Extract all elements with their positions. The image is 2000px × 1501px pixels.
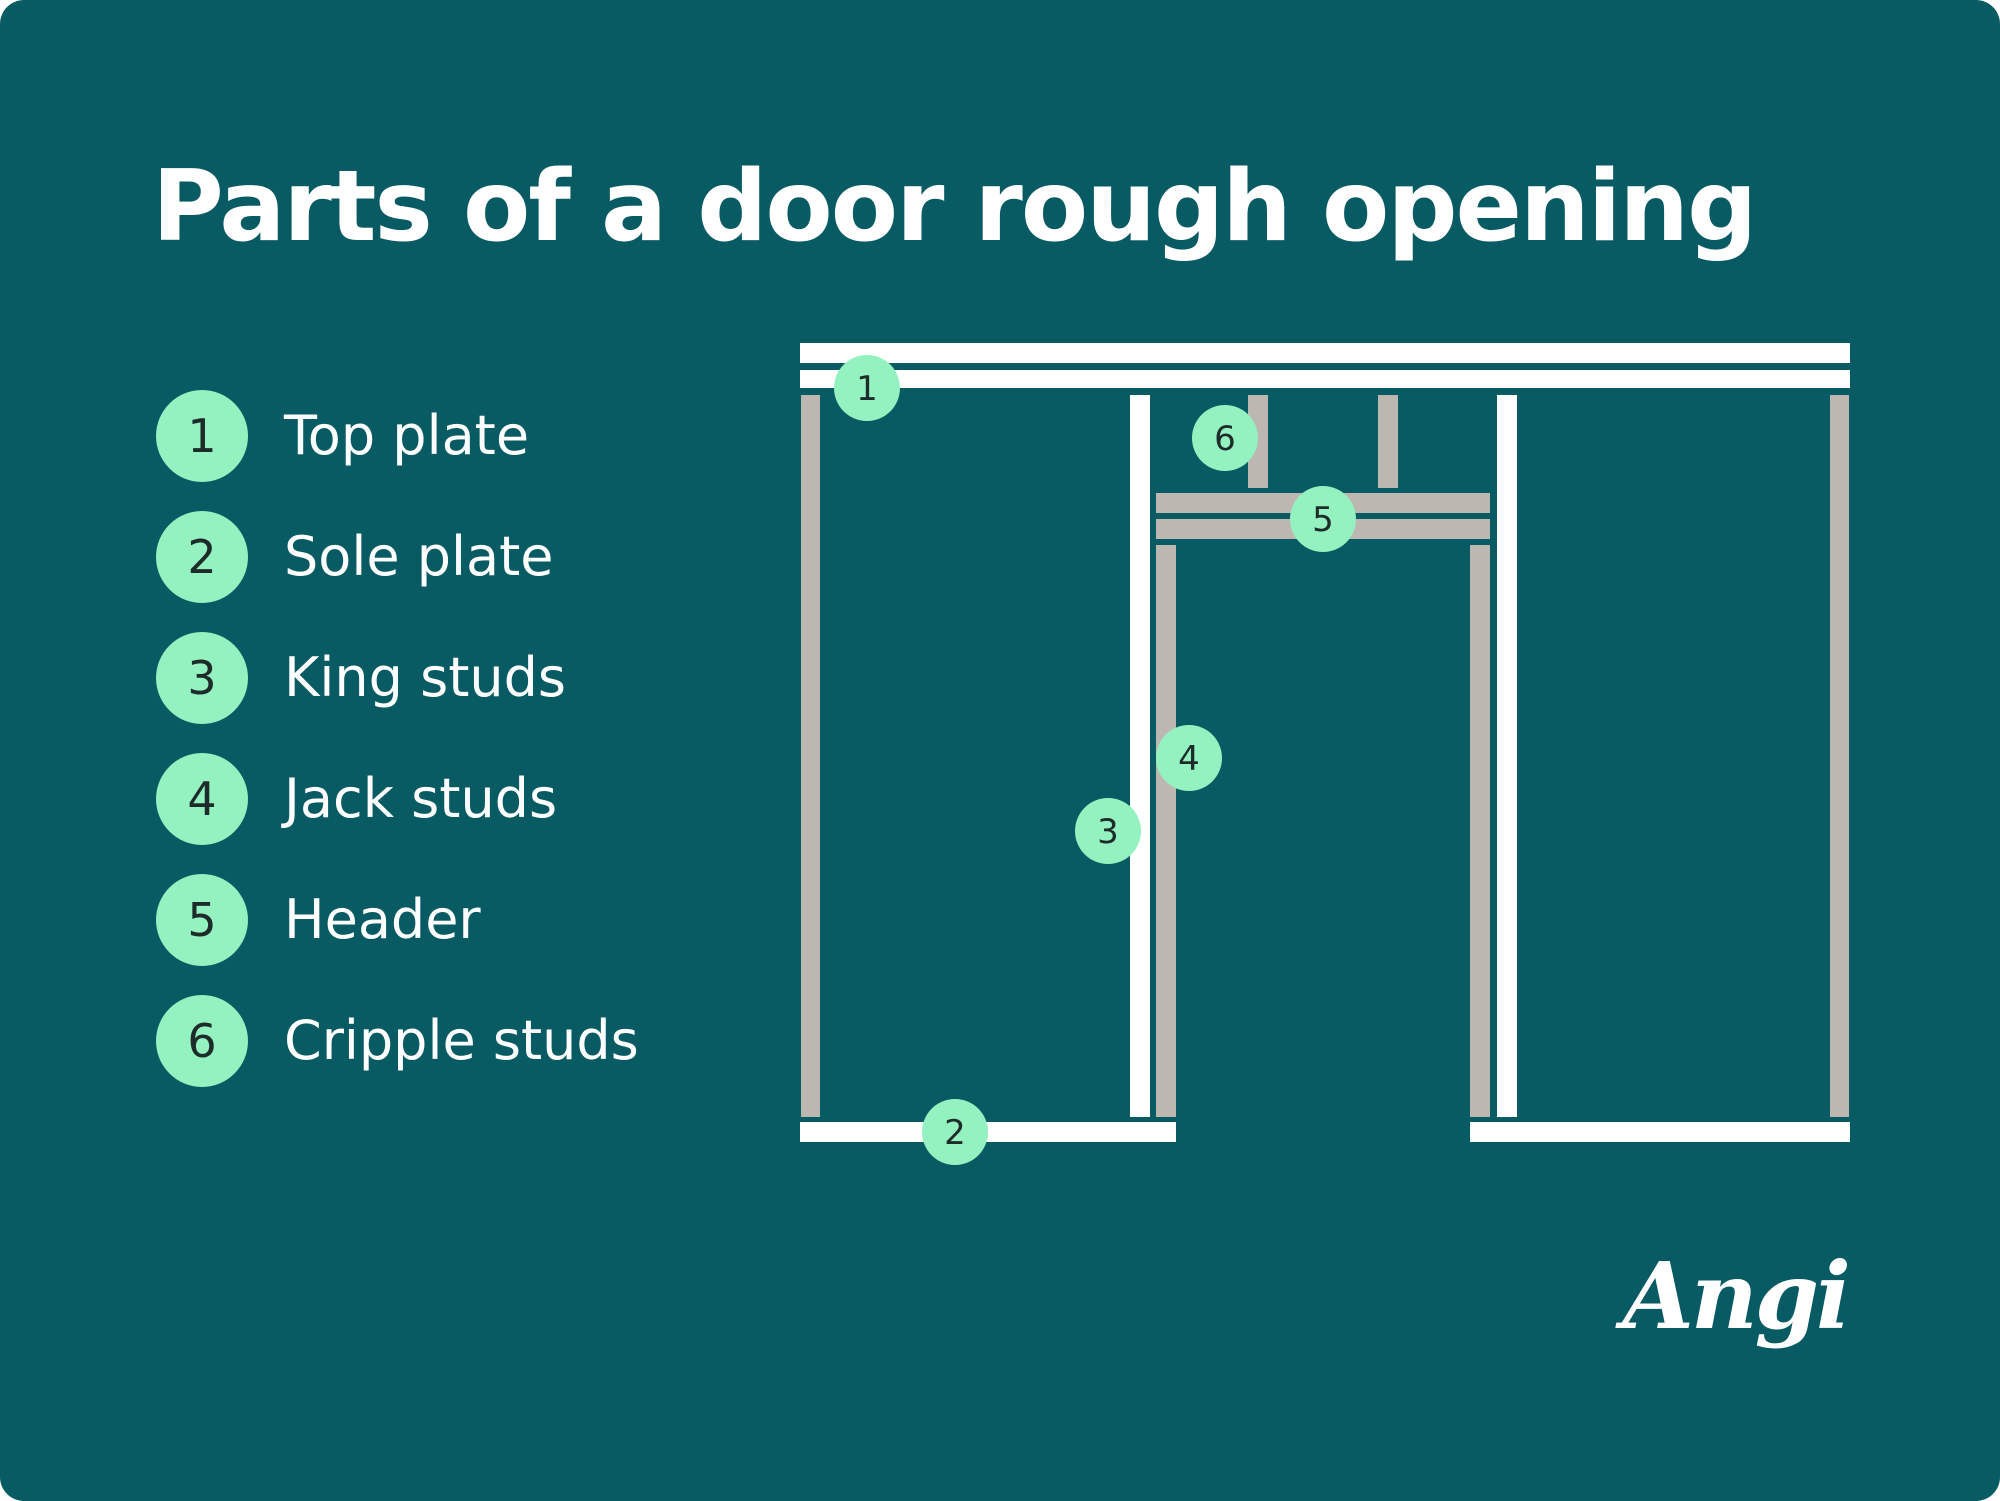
- jack-stud-left: [1156, 545, 1176, 1117]
- callout-badge-4: 4: [1156, 725, 1222, 791]
- legend-label: Jack studs: [284, 767, 558, 830]
- legend-number-badge: 5: [156, 874, 248, 966]
- callout-badge-2: 2: [922, 1099, 988, 1165]
- legend-label: King studs: [284, 646, 567, 709]
- legend-item-top-plate: 1 Top plate: [156, 390, 856, 482]
- callout-number: 1: [856, 369, 878, 409]
- callout-badge-3: 3: [1075, 798, 1141, 864]
- legend-number-badge: 1: [156, 390, 248, 482]
- legend-number-badge: 4: [156, 753, 248, 845]
- top-plate-lower: [800, 370, 1850, 388]
- callout-number: 6: [1214, 419, 1236, 459]
- legend-label: Header: [284, 888, 481, 951]
- sole-plate-right: [1470, 1122, 1850, 1142]
- legend-number-badge: 3: [156, 632, 248, 724]
- legend-item-cripple-studs: 6 Cripple studs: [156, 995, 856, 1087]
- legend-number-badge: 2: [156, 511, 248, 603]
- top-plate-upper: [800, 343, 1850, 363]
- callout-badge-6: 6: [1192, 405, 1258, 471]
- callout-number: 3: [1097, 812, 1119, 852]
- legend-label: Cripple studs: [284, 1009, 639, 1072]
- page-title: Parts of a door rough opening: [152, 150, 1757, 264]
- jack-stud-right: [1470, 545, 1490, 1117]
- cripple-stud-left: [1248, 395, 1268, 488]
- angi-logo: Angi: [1622, 1242, 1851, 1350]
- callout-badge-1: 1: [834, 355, 900, 421]
- stud-right: [1830, 395, 1849, 1117]
- legend-item-header: 5 Header: [156, 874, 856, 966]
- legend-item-king-studs: 3 King studs: [156, 632, 856, 724]
- king-stud-left: [1130, 395, 1150, 1117]
- stud-left: [801, 395, 820, 1117]
- legend-label: Top plate: [284, 404, 530, 467]
- legend-item-sole-plate: 2 Sole plate: [156, 511, 856, 603]
- callout-number: 4: [1178, 739, 1200, 779]
- legend-item-jack-studs: 4 Jack studs: [156, 753, 856, 845]
- legend-number-badge: 6: [156, 995, 248, 1087]
- callout-number: 2: [944, 1113, 966, 1153]
- king-stud-right: [1497, 395, 1517, 1117]
- cripple-stud-right: [1378, 395, 1398, 488]
- callout-number: 5: [1312, 500, 1334, 540]
- legend-label: Sole plate: [284, 525, 554, 588]
- callout-badge-5: 5: [1290, 486, 1356, 552]
